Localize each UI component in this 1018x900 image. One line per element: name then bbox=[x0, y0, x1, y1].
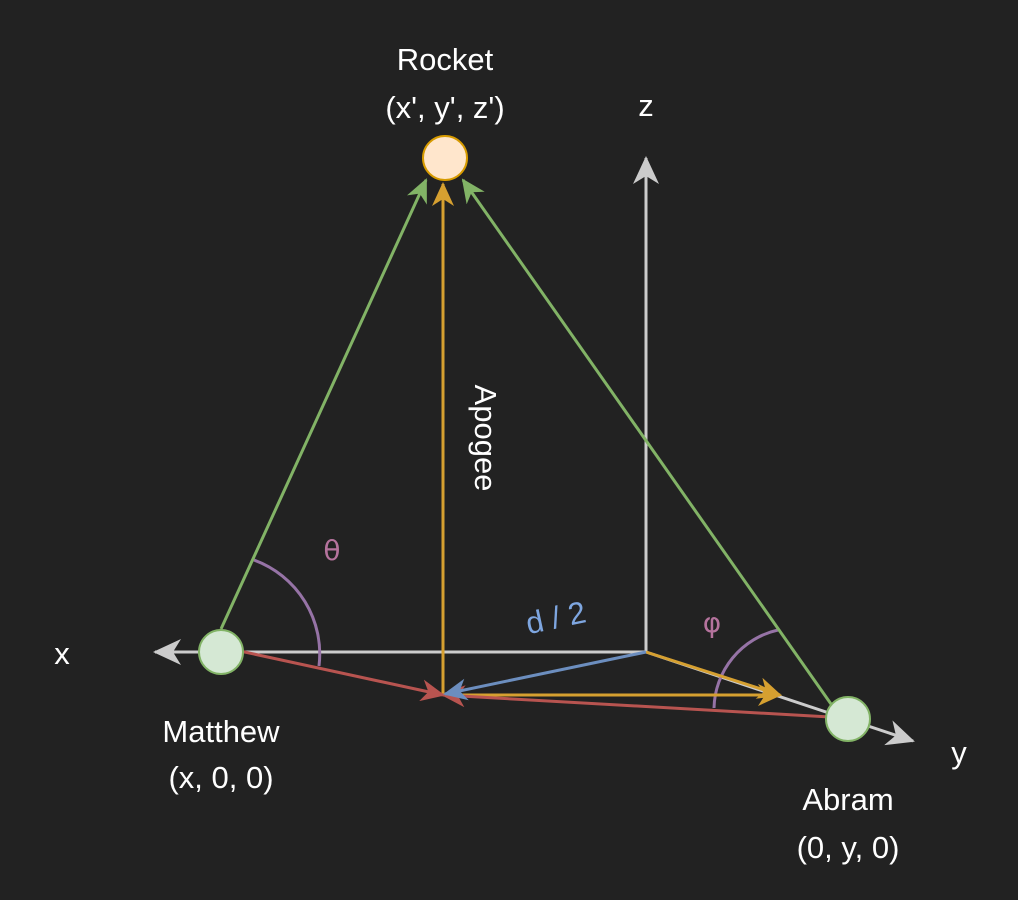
abram-name: Abram bbox=[802, 782, 893, 817]
matthew-coords: (x, 0, 0) bbox=[168, 760, 273, 795]
phi-label: φ bbox=[703, 606, 721, 639]
x-axis-label: x bbox=[54, 636, 70, 671]
abram-sightline bbox=[461, 178, 833, 705]
abram-node bbox=[825, 696, 871, 742]
abram-coords: (0, y, 0) bbox=[797, 830, 900, 865]
rocket-name: Rocket bbox=[397, 42, 494, 77]
z-axis-label: z bbox=[638, 88, 654, 123]
matthew-ground-line bbox=[239, 649, 445, 702]
apogee-label: Apogee bbox=[468, 385, 503, 492]
abram-ground-line bbox=[441, 685, 831, 719]
theta-label: θ bbox=[323, 534, 340, 567]
matthew-name: Matthew bbox=[162, 714, 280, 749]
rocket-node bbox=[422, 135, 468, 181]
half-distance-arrow bbox=[443, 650, 647, 701]
y-axis-label: y bbox=[951, 735, 967, 770]
rocket-coords: (x', y', z') bbox=[385, 90, 504, 125]
origin-to-y-arrow bbox=[645, 650, 782, 699]
matthew-sightline bbox=[219, 178, 428, 630]
half-distance-label: d / 2 bbox=[523, 594, 589, 641]
theta-arc bbox=[253, 558, 322, 667]
matthew-node bbox=[198, 629, 244, 675]
